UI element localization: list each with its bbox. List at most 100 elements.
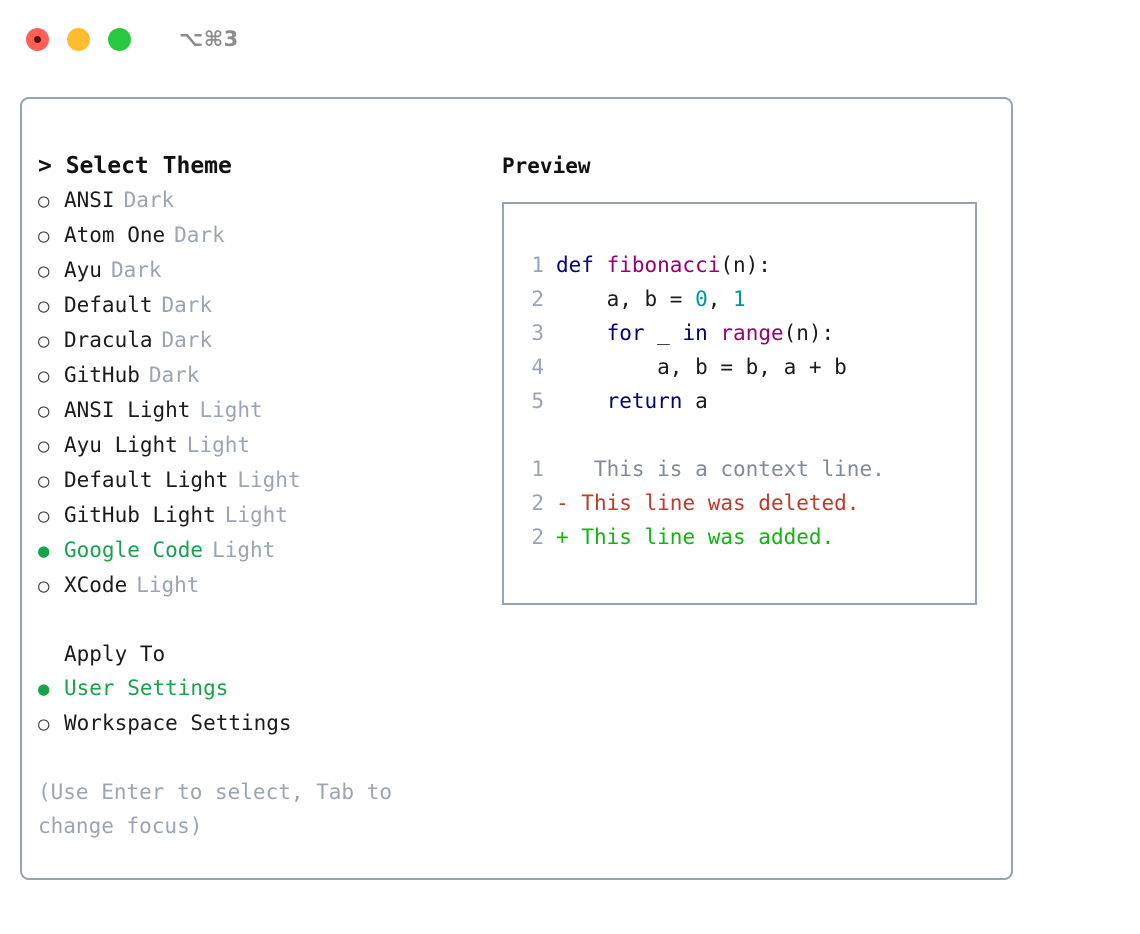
code-line-number: 4: [531, 355, 544, 379]
code-line-content: return a: [556, 384, 708, 418]
code-line-number: 2: [531, 287, 544, 311]
radio-selected-icon: ●: [38, 540, 50, 562]
radio-unselected-icon: ○: [38, 365, 50, 387]
code-line: 4 a, b = b, a + b: [522, 350, 975, 384]
theme-list-item[interactable]: ○ XCode Light: [38, 568, 478, 603]
radio-unselected-icon: ○: [38, 470, 50, 492]
theme-list-item[interactable]: ○ Dracula Dark: [38, 323, 478, 358]
diff-line-content: This line was added.: [568, 525, 835, 549]
theme-variant-badge: Dark: [148, 363, 200, 387]
code-token-kw: in: [682, 321, 708, 345]
apply-to-list[interactable]: ●User Settings ○ Workspace Settings: [38, 671, 478, 741]
code-line-content: a, b = 0, 1: [556, 282, 746, 316]
radio-unselected-icon: ○: [38, 505, 50, 527]
code-blank-line: [522, 418, 975, 452]
theme-name-label: Default: [64, 293, 153, 317]
code-line: 3 for _ in range(n):: [522, 316, 975, 350]
theme-list-item[interactable]: ○ Atom One Dark: [38, 218, 478, 253]
theme-variant-badge: Light: [224, 503, 288, 527]
theme-name-label: Dracula: [64, 328, 153, 352]
code-token-num: 0: [695, 287, 708, 311]
radio-unselected-icon: ○: [38, 295, 50, 317]
code-line-number: 3: [531, 321, 544, 345]
code-token-num: 1: [733, 287, 746, 311]
code-token-kw: def: [556, 253, 607, 277]
diff-line: 1 This is a context line.: [522, 452, 975, 486]
theme-name-label: Google Code: [64, 538, 204, 562]
code-token-txt: (n):: [783, 321, 835, 345]
diff-line-number: 2: [531, 525, 544, 549]
diff-line-number: 2: [531, 491, 544, 515]
radio-unselected-icon: ○: [38, 575, 50, 597]
code-token-txt: _: [644, 321, 683, 345]
theme-name-label: GitHub Light: [64, 503, 216, 527]
diff-line-number: 1: [531, 457, 544, 481]
apply-to-item[interactable]: ●User Settings: [38, 671, 478, 706]
code-token-txt: a, b = b, a + b: [556, 355, 847, 379]
apply-to-item[interactable]: ○ Workspace Settings: [38, 706, 478, 741]
zoom-button[interactable]: [108, 27, 131, 51]
apply-to-heading: Apply To: [64, 642, 166, 666]
diff-sample: 1 This is a context line.2- This line wa…: [522, 452, 975, 554]
radio-unselected-icon: ○: [38, 330, 50, 352]
code-token-fn: range: [720, 321, 784, 345]
code-line-number: 5: [531, 389, 544, 413]
theme-name-label: Ayu: [64, 258, 102, 282]
theme-name-label: ANSI: [64, 188, 115, 212]
code-token-txt: ,: [707, 287, 734, 311]
code-line: 2 a, b = 0, 1: [522, 282, 975, 316]
apply-to-label: Workspace Settings: [64, 711, 292, 735]
theme-variant-badge: Dark: [110, 258, 162, 282]
code-token-kw: return: [606, 389, 683, 413]
theme-list-item[interactable]: ○ GitHub Dark: [38, 358, 478, 393]
theme-name-label: Atom One: [64, 223, 166, 247]
keyboard-hint-text: (Use Enter to select, Tab to change focu…: [38, 780, 393, 838]
theme-name-label: XCode: [64, 573, 128, 597]
theme-name-label: GitHub: [64, 363, 140, 387]
preview-heading: Preview: [502, 154, 591, 178]
diff-line: 2- This line was deleted.: [522, 486, 975, 520]
theme-list-item[interactable]: ○ GitHub Light Light: [38, 498, 478, 533]
theme-name-label: Ayu Light: [64, 433, 178, 457]
theme-variant-badge: Light: [237, 468, 301, 492]
window-titlebar: ⌥⌘3: [0, 0, 1140, 78]
radio-unselected-icon: ○: [38, 713, 50, 735]
diff-marker: [556, 452, 569, 486]
diff-marker: +: [556, 525, 569, 549]
diff-line: 2 + This line was added.: [522, 520, 975, 554]
theme-list-heading: > Select Theme: [38, 153, 232, 179]
radio-unselected-icon: ○: [38, 435, 50, 457]
minimize-button[interactable]: [67, 27, 90, 51]
section-spacer: [38, 603, 478, 637]
theme-variant-badge: Dark: [123, 188, 175, 212]
code-token-txt: a, b =: [556, 287, 696, 311]
theme-variant-badge: Light: [136, 573, 200, 597]
radio-unselected-icon: ○: [38, 225, 50, 247]
code-line-number: 1: [531, 253, 544, 277]
traffic-light-group: [26, 27, 131, 51]
code-token-txt: [556, 321, 607, 345]
theme-variant-badge: Dark: [161, 328, 213, 352]
code-token-txt: [556, 389, 607, 413]
code-token-kw: for: [606, 321, 645, 345]
code-line-content: a, b = b, a + b: [556, 350, 847, 384]
diff-marker: -: [556, 491, 569, 515]
code-token-fn: fibonacci: [606, 253, 721, 277]
close-button[interactable]: [26, 27, 49, 51]
window-shortcut-label: ⌥⌘3: [179, 27, 239, 51]
theme-variant-badge: Dark: [174, 223, 225, 247]
apply-to-label: User Settings: [64, 676, 229, 700]
